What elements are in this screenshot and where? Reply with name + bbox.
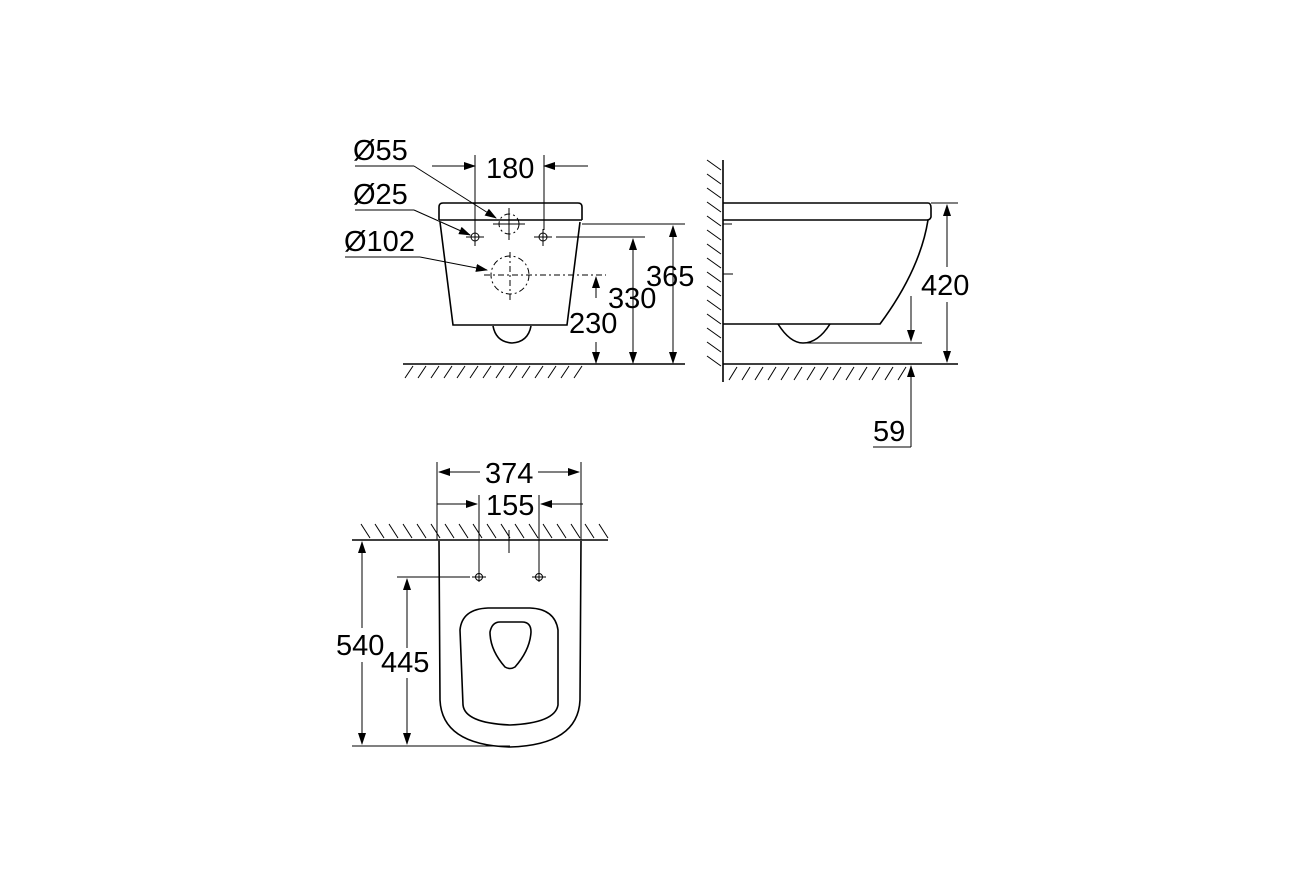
dim-label-dia-55: Ø55 (353, 135, 408, 167)
dim-label-365: 365 (646, 261, 694, 293)
dim-label-155: 155 (486, 490, 534, 522)
dim-label-230: 230 (569, 308, 617, 340)
dim-label-374: 374 (485, 458, 533, 490)
dim-label-180: 180 (486, 153, 534, 185)
top-view: 374 155 540 445 (336, 458, 609, 748)
top-seat (459, 607, 559, 726)
top-bowl-outline (438, 540, 582, 748)
dim-label-445: 445 (381, 647, 429, 679)
top-bowl-opening (489, 621, 532, 670)
dim-label-330: 330 (608, 283, 656, 315)
front-body (439, 221, 581, 326)
side-bowl (723, 202, 932, 221)
wall-hatch (706, 159, 722, 367)
front-outlet (492, 325, 532, 344)
dim-label-540: 540 (336, 630, 384, 662)
dim-label-dia-25: Ø25 (353, 179, 408, 211)
dim-label-59: 59 (873, 416, 905, 448)
dim-label-420: 420 (921, 270, 969, 302)
front-view: Ø55 Ø25 Ø102 180 365 330 230 (344, 135, 694, 379)
top-wall-hatch (360, 523, 609, 539)
floor-hatch (404, 365, 583, 379)
side-view: 420 59 (706, 159, 969, 448)
side-outlet (777, 323, 831, 344)
side-floor-hatch (728, 366, 907, 381)
dim-label-dia-102: Ø102 (344, 226, 415, 258)
front-cap (438, 202, 583, 220)
